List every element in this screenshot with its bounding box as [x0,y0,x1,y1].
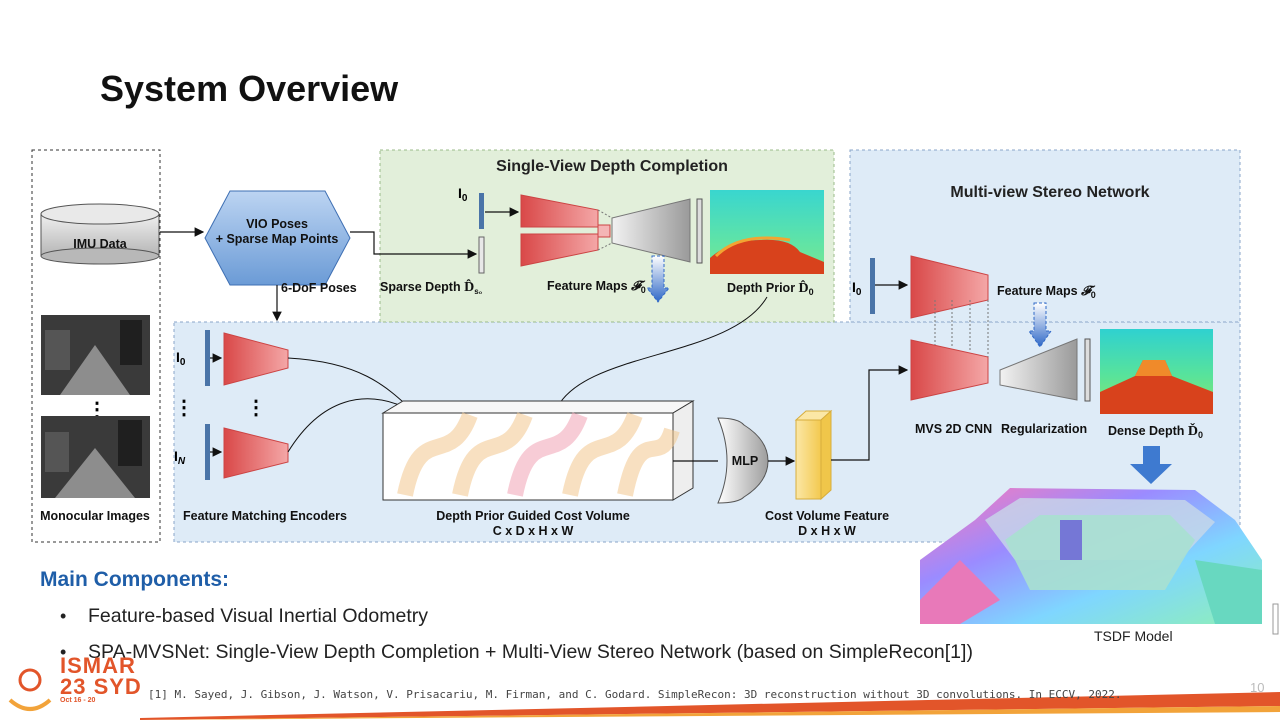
vio-label-line1: VIO Poses [246,217,308,231]
svdc-feature-arrow-icon [645,255,671,303]
page-number: 10 [1250,680,1265,695]
regularization-label: Regularization [1001,422,1087,436]
logo-icon [8,668,52,711]
enc-top [223,332,289,386]
components-list: •Feature-based Visual Inertial Odometry … [60,602,973,674]
sparse-depth-label: Sparse Depth D̂s₀ [380,278,483,296]
arrow-vio-to-sparse [350,231,478,259]
mvs-image-bar [870,258,875,314]
ismar-logo: ISMAR 23 SYD Oct 16 - 20 [60,653,142,704]
encoders-label: Feature Matching Encoders [183,509,347,523]
enc-bar-bottom [205,424,210,480]
down-arrow-icon [1130,446,1172,484]
reference-text: [1] M. Sayed, J. Gibson, J. Watson, V. P… [148,688,1122,701]
cvf-label-line1: Cost Volume Feature [765,509,889,523]
svg-text:⋮: ⋮ [246,397,266,419]
slide-title: System Overview [100,68,399,109]
imu-database-icon [40,203,160,265]
enc-bar-top [205,330,210,386]
poses-label: 6-DoF Poses [281,281,357,295]
monocular-label: Monocular Images [40,509,150,523]
mvs-input-label: I0 [852,279,862,298]
cvf-label-line2: D x H x W [798,524,856,538]
mvs-feature-maps-label: Feature Maps 𝓕0 [997,283,1096,300]
vio-hexagon [204,190,351,286]
dense-depth-image [1100,329,1213,414]
ellipsis-vertical: ⋮ [87,399,107,421]
monocular-image-top [41,315,150,395]
cost-volume [381,400,695,501]
svdc-output-bar [696,198,703,264]
mvs-title: Multi-view Stereo Network [950,184,1149,201]
svdc-input-label: I0 [458,185,468,204]
tsdf-model-image [920,488,1262,624]
cost-volume-feature [794,409,833,501]
vio-label-line2: + Sparse Map Points [216,232,339,246]
dense-depth-label: Dense Depth Ď0 [1108,422,1203,440]
svg-text:⋮: ⋮ [174,397,194,419]
depth-prior-label: Depth Prior D̂0 [727,279,814,297]
components-heading: Main Components: [40,568,229,591]
mvs-regularization [999,338,1078,401]
cost-volume-label-line1: Depth Prior Guided Cost Volume [436,509,630,523]
mlp-label: MLP [732,454,758,468]
list-item: •SPA-MVSNet: Single-View Depth Completio… [60,641,973,663]
enc-bottom [223,427,289,479]
mvs-cnn-encoder [910,339,989,401]
tsdf-caption: TSDF Model [1094,628,1173,644]
enc-input-top: I0 [176,349,186,368]
mvs-cnn-label: MVS 2D CNN [915,422,992,436]
enc-input-bottom: IN [174,448,186,467]
mlp-block [717,417,769,504]
imu-label: IMU Data [73,237,128,251]
svdc-title: Single-View Depth Completion [496,158,728,175]
mvs-feature-arrow-icon [1028,302,1052,348]
monocular-image-bottom [41,416,150,498]
svdc-image-bar [479,193,484,229]
mvs-output-bar [1084,338,1091,402]
list-item: •Feature-based Visual Inertial Odometry [60,605,428,627]
depth-prior-image [710,190,824,274]
sparse-depth-bar [478,236,485,274]
cost-volume-label-line2: C x D x H x W [493,524,574,538]
svdc-decoder [611,198,691,263]
